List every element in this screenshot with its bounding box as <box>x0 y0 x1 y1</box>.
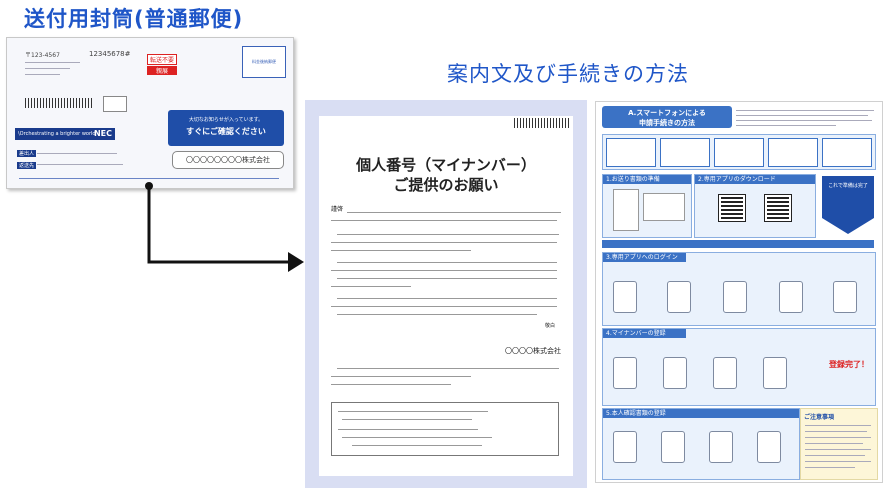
step-box-4 <box>768 138 818 167</box>
step4-panel: 4.マイナンバーの登録 登録完了！ <box>602 328 876 406</box>
notes-title: ご注意事項 <box>804 414 835 421</box>
nec-logo: NEC <box>93 129 112 138</box>
barcode <box>25 98 93 108</box>
sender-lines <box>37 150 127 170</box>
letter-page: 個人番号（マイナンバー） ご提供のお願い 謹啓 敬白 〇〇〇〇株式会社 <box>319 116 573 476</box>
forward-prohibited-label: 転送不要 <box>147 54 177 65</box>
envelope-image: 〒123-4567 12345678# 転送不要 親展 料金後納郵便 \Orch… <box>6 37 294 189</box>
step5-header: 5.本人確認書類の登録 <box>603 409 799 418</box>
step-box-3 <box>714 138 764 167</box>
section-a-subtitle: 申請手続きの方法 <box>639 119 695 127</box>
phone-screen-13 <box>757 431 781 463</box>
postal-code: 〒123-4567 <box>25 52 60 59</box>
connector-arrow <box>145 182 304 272</box>
return-label: 返送先 <box>17 162 37 169</box>
letter-salutation: 謹啓 <box>331 206 344 213</box>
confidential-label: 親展 <box>147 66 177 75</box>
phone-screen-4 <box>779 281 803 313</box>
step2-header: 2.専用アプリのダウンロード <box>695 175 815 184</box>
document-thumbnail <box>613 189 639 231</box>
procedure-guide: A.スマートフォンによる 申請手続きの方法 1.お送り書類の準備 2.専用アプリ… <box>595 101 883 483</box>
section-a-title: A.スマートフォンによる <box>628 109 706 117</box>
step5-panel: 5.本人確認書類の登録 <box>602 408 800 480</box>
phone-screen-12 <box>709 431 733 463</box>
login-banner <box>602 240 874 248</box>
notice-line2: すぐにご確認ください <box>186 127 266 136</box>
step4-header: 4.マイナンバーの登録 <box>603 329 686 338</box>
sealed-box <box>103 96 127 112</box>
section-a-badge: A.スマートフォンによる 申請手続きの方法 <box>602 106 732 128</box>
letter-title-line1: 個人番号（マイナンバー） <box>356 156 536 174</box>
ready-arrow-text: これで準備は完了 <box>828 183 868 189</box>
phone-screen-2 <box>667 281 691 313</box>
step-box-1 <box>606 138 656 167</box>
red-label: 転送不要 親展 <box>147 54 177 75</box>
phone-screen-1 <box>613 281 637 313</box>
letter-closing: 敬白 <box>545 323 556 329</box>
qr-code-android <box>764 194 792 222</box>
company-name-box: 〇〇〇〇〇〇〇〇株式会社 <box>172 151 284 169</box>
step1-panel: 1.お送り書類の準備 <box>602 174 692 238</box>
guidance-letter: 個人番号（マイナンバー） ご提供のお願い 謹啓 敬白 〇〇〇〇株式会社 <box>305 100 587 488</box>
envelope-thumbnail <box>643 193 685 221</box>
registration-complete-label: 登録完了！ <box>829 360 869 369</box>
guide-heading: 案内文及び手続きの方法 <box>447 62 689 86</box>
intro-text <box>736 108 876 128</box>
phone-screen-3 <box>723 281 747 313</box>
phone-screen-9 <box>763 357 787 389</box>
tracking-number: 12345678# <box>89 50 131 58</box>
notes-panel: ご注意事項 <box>800 408 878 480</box>
letter-title-line2: ご提供のお願い <box>393 176 499 194</box>
notice-box: 大切なお知らせが入っています。 すぐにご確認ください <box>168 110 284 146</box>
ready-arrow: これで準備は完了 <box>818 174 878 236</box>
phone-screen-8 <box>713 357 737 389</box>
notice-line1: 大切なお知らせが入っています。 <box>188 117 264 123</box>
letter-body-text <box>331 212 563 322</box>
step-box-5 <box>822 138 872 167</box>
step3-header: 3.専用アプリへのログイン <box>603 253 686 262</box>
envelope-heading: 送付用封筒(普通郵便) <box>24 7 244 31</box>
address-lines <box>25 60 85 76</box>
step-strip <box>602 134 876 170</box>
sender-label: 差出人 <box>17 150 37 157</box>
step3-panel: 3.専用アプリへのログイン <box>602 252 876 326</box>
letter-lower-text <box>331 366 563 396</box>
phone-screen-5 <box>833 281 857 313</box>
phone-screen-11 <box>661 431 685 463</box>
envelope-footer-line <box>19 178 279 179</box>
letter-signature: 〇〇〇〇株式会社 <box>505 347 561 355</box>
postage-stamp-box: 料金後納郵便 <box>242 46 286 78</box>
phone-screen-7 <box>663 357 687 389</box>
step2-panel: 2.専用アプリのダウンロード <box>694 174 816 238</box>
letter-contact-box <box>331 402 559 456</box>
phone-screen-6 <box>613 357 637 389</box>
nec-slogan: \Orchestrating a brighter world <box>18 131 96 137</box>
step1-header: 1.お送り書類の準備 <box>603 175 691 184</box>
nec-brand-bar: \Orchestrating a brighter world NEC <box>15 128 115 140</box>
phone-screen-10 <box>613 431 637 463</box>
letter-barcode <box>514 118 570 128</box>
qr-code-ios <box>718 194 746 222</box>
step-box-2 <box>660 138 710 167</box>
